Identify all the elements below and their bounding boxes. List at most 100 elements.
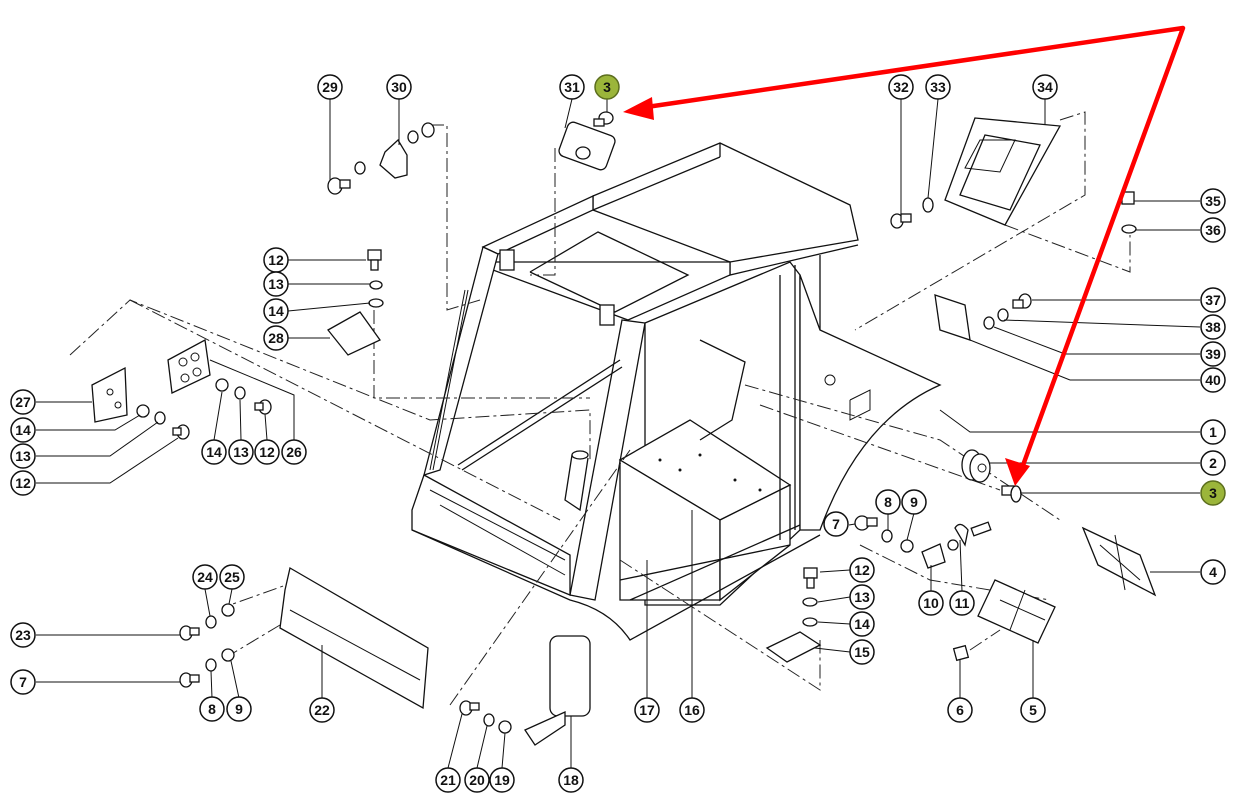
svg-text:25: 25	[224, 569, 240, 585]
svg-text:15: 15	[854, 644, 870, 660]
bracket-10	[921, 543, 946, 569]
callout-24[interactable]: 24	[192, 564, 218, 590]
svg-text:31: 31	[564, 79, 580, 95]
svg-text:13: 13	[854, 589, 870, 605]
svg-text:14: 14	[15, 422, 31, 438]
svg-text:12: 12	[854, 562, 870, 578]
svg-text:17: 17	[639, 702, 655, 718]
callout-13-right[interactable]: 13	[849, 584, 875, 610]
svg-text:14: 14	[206, 444, 222, 460]
callout-21[interactable]: 21	[435, 767, 461, 793]
callout-39[interactable]: 39	[1200, 341, 1226, 367]
callout-30[interactable]: 30	[386, 74, 412, 100]
callout-11[interactable]: 11	[949, 590, 975, 616]
bolt-32	[890, 213, 912, 229]
callout-32[interactable]: 32	[888, 74, 914, 100]
callout-38[interactable]: 38	[1200, 314, 1226, 340]
callout-14-mid[interactable]: 14	[201, 439, 227, 465]
callout-12-right[interactable]: 12	[849, 557, 875, 583]
callout-3-top[interactable]: 3	[594, 74, 620, 100]
callout-12-left[interactable]: 12	[10, 470, 36, 496]
svg-text:26: 26	[286, 444, 302, 460]
callout-8-left[interactable]: 8	[199, 696, 225, 722]
svg-text:35: 35	[1205, 193, 1221, 209]
svg-text:12: 12	[15, 475, 31, 491]
washer-30a	[354, 161, 366, 175]
callout-26[interactable]: 26	[281, 439, 307, 465]
callout-12-upper[interactable]: 12	[263, 247, 289, 273]
callout-3-right[interactable]: 3	[1200, 480, 1226, 506]
svg-text:27: 27	[15, 394, 31, 410]
plate-27	[91, 366, 128, 423]
callout-6[interactable]: 6	[947, 697, 973, 723]
callout-13-upper[interactable]: 13	[263, 271, 289, 297]
svg-text:28: 28	[268, 330, 284, 346]
bolt-29	[327, 177, 351, 195]
svg-text:9: 9	[235, 701, 243, 717]
svg-text:36: 36	[1205, 222, 1221, 238]
callout-31[interactable]: 31	[559, 74, 585, 100]
callout-37[interactable]: 37	[1200, 287, 1226, 313]
callouts: 1 2 3 3 4 5 6 7 7 8 8 9 9 10 11 12 12 12…	[10, 74, 1226, 793]
callout-14-right[interactable]: 14	[849, 611, 875, 637]
washer-14	[802, 617, 818, 627]
callout-23[interactable]: 23	[10, 622, 36, 648]
callout-7-left[interactable]: 7	[10, 669, 36, 695]
callout-13-left[interactable]: 13	[10, 443, 36, 469]
callout-10[interactable]: 10	[918, 590, 944, 616]
cover-34	[944, 117, 1062, 226]
callout-13-mid[interactable]: 13	[228, 439, 254, 465]
callout-14-left[interactable]: 14	[10, 417, 36, 443]
callout-20[interactable]: 20	[464, 767, 490, 793]
svg-text:6: 6	[956, 702, 964, 718]
callout-34[interactable]: 34	[1032, 74, 1058, 100]
callout-33[interactable]: 33	[925, 74, 951, 100]
svg-text:8: 8	[208, 701, 216, 717]
callout-14-upper[interactable]: 14	[263, 298, 289, 324]
red-arrowhead-right	[1005, 458, 1030, 486]
svg-text:23: 23	[15, 627, 31, 643]
cab-frame	[411, 142, 942, 641]
bolt-37	[1012, 293, 1032, 309]
callout-9-right[interactable]: 9	[901, 489, 927, 515]
cover-22	[279, 566, 429, 710]
callout-29[interactable]: 29	[317, 74, 343, 100]
svg-text:22: 22	[314, 702, 330, 718]
callout-36[interactable]: 36	[1200, 217, 1226, 243]
leader-lines	[36, 98, 1201, 769]
callout-25[interactable]: 25	[219, 564, 245, 590]
callout-12-mid[interactable]: 12	[254, 439, 280, 465]
callout-22[interactable]: 22	[309, 697, 335, 723]
svg-text:24: 24	[197, 569, 213, 585]
callout-27[interactable]: 27	[10, 389, 36, 415]
handle-31	[558, 121, 616, 171]
svg-text:11: 11	[955, 595, 970, 611]
callout-28[interactable]: 28	[263, 325, 289, 351]
grommet-2	[961, 449, 991, 483]
red-arrow-line	[637, 25, 1186, 471]
callout-4[interactable]: 4	[1200, 559, 1226, 585]
svg-text:7: 7	[19, 674, 27, 690]
callout-40[interactable]: 40	[1200, 367, 1226, 393]
callout-17[interactable]: 17	[634, 697, 660, 723]
callout-15[interactable]: 15	[849, 639, 875, 665]
bolt-12b	[367, 249, 382, 261]
callout-16[interactable]: 16	[679, 697, 705, 723]
callout-7-right[interactable]: 7	[823, 511, 849, 537]
svg-text:5: 5	[1029, 702, 1037, 718]
washer-39	[983, 316, 995, 330]
callout-2[interactable]: 2	[1200, 450, 1226, 476]
svg-text:14: 14	[854, 616, 870, 632]
svg-text:34: 34	[1037, 79, 1053, 95]
annotation-arrows	[623, 25, 1186, 486]
callout-1[interactable]: 1	[1200, 419, 1226, 445]
callout-5[interactable]: 5	[1020, 697, 1046, 723]
svg-text:10: 10	[923, 595, 939, 611]
callout-19[interactable]: 19	[489, 767, 515, 793]
washer-33	[922, 197, 934, 213]
callout-8-right[interactable]: 8	[875, 489, 901, 515]
callout-9-left[interactable]: 9	[226, 696, 252, 722]
bolt-12	[803, 567, 818, 579]
callout-18[interactable]: 18	[558, 767, 584, 793]
callout-35[interactable]: 35	[1200, 188, 1226, 214]
